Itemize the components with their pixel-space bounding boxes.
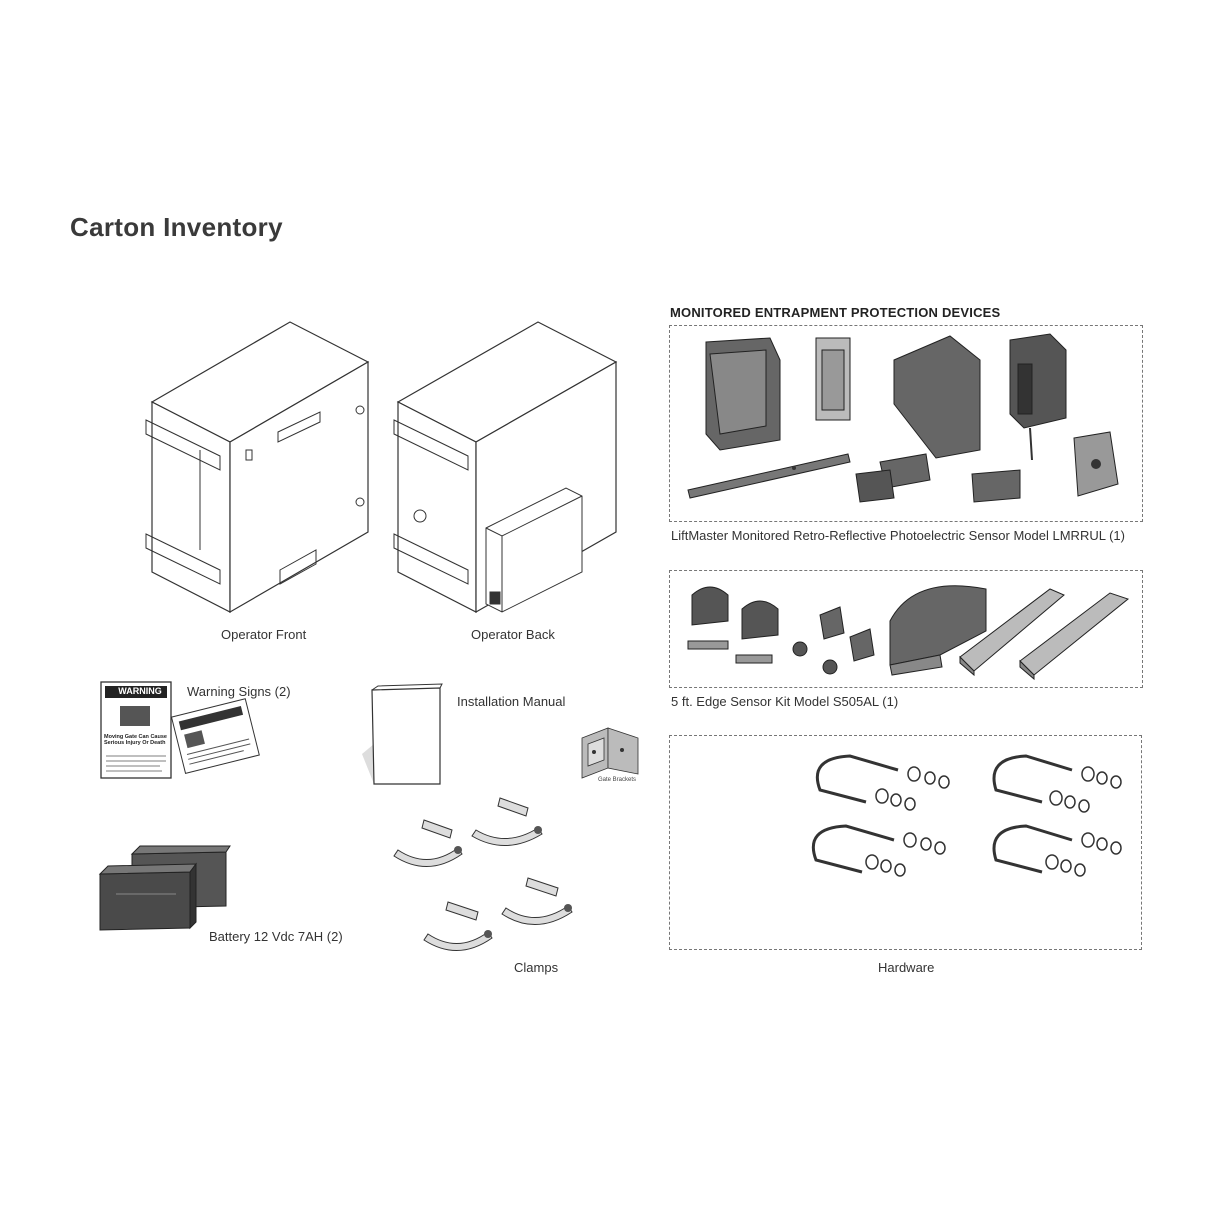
photo-sensor-box — [669, 325, 1143, 522]
operator-back-illustration — [393, 321, 618, 614]
operator-back-caption: Operator Back — [471, 627, 555, 642]
warning-signs-illustration — [100, 681, 260, 779]
clamps-caption: Clamps — [514, 960, 559, 975]
hardware-box — [669, 735, 1142, 950]
page-title: Carton Inventory — [70, 212, 283, 242]
monitored-devices-heading: MONITORED ENTRAPMENT PROTECTION DEVICES — [670, 305, 1001, 320]
gate-brackets-illustration — [581, 727, 639, 779]
operator-front-caption: Operator Front — [221, 627, 307, 642]
gate-brackets-caption: Gate Brackets — [598, 777, 637, 783]
battery-caption: Battery 12 Vdc 7AH (2) — [209, 929, 343, 944]
hardware-illustration — [811, 754, 1122, 877]
edge-sensor-box — [669, 570, 1143, 688]
warning-signs-caption: Warning Signs (2) — [187, 684, 291, 699]
warning-sign-header: WARNING — [118, 686, 162, 696]
hardware-caption: Hardware — [878, 960, 935, 975]
warning-sign-text-line2: Serious Injury Or Death — [104, 740, 166, 746]
clamps-illustration — [393, 797, 573, 951]
edge-sensor-caption: 5 ft. Edge Sensor Kit Model S505AL (1) — [671, 694, 899, 709]
battery-illustration — [98, 845, 231, 931]
warning-sign-text-line1: Moving Gate Can Cause — [104, 734, 167, 740]
installation-manual-caption: Installation Manual — [457, 694, 566, 709]
photo-sensor-kit-illustration — [687, 333, 1119, 503]
edge-sensor-kit-illustration — [687, 585, 1130, 681]
photo-sensor-caption: LiftMaster Monitored Retro-Reflective Ph… — [671, 528, 1125, 543]
installation-manual-illustration — [362, 683, 443, 785]
operator-front-illustration — [145, 321, 370, 614]
